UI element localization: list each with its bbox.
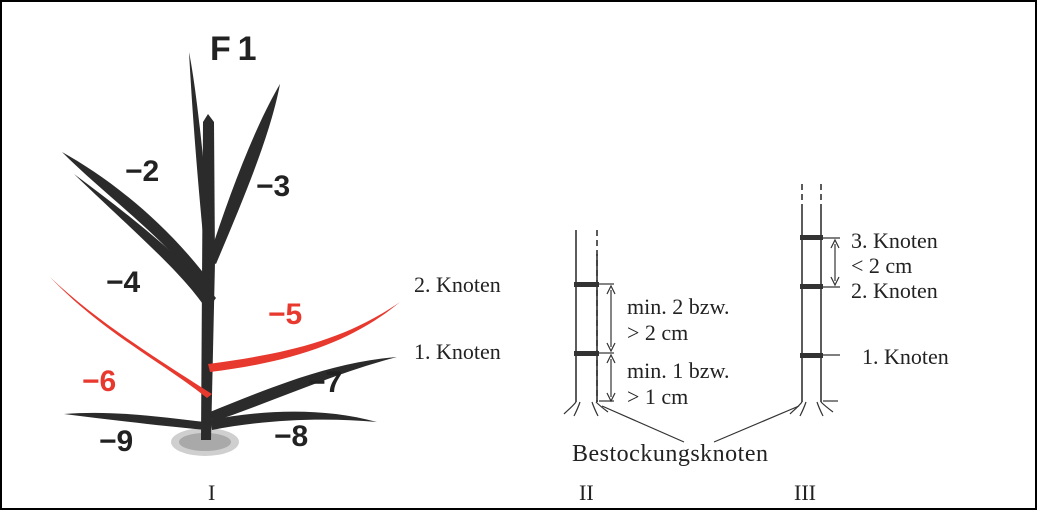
- leaf-label-7: −7: [308, 366, 343, 399]
- leaf-3: [208, 84, 280, 264]
- plant-illustration: [50, 52, 400, 456]
- stage2-knot2-label: 2. Knoten: [414, 272, 501, 297]
- stage2-knot1-label: 1. Knoten: [414, 339, 501, 364]
- figure-title-f1: F 1: [210, 30, 257, 68]
- roman-label-i: I: [208, 480, 216, 505]
- tillering-node-label: Bestockungsknoten: [572, 441, 769, 467]
- leaf-5: [208, 302, 400, 372]
- stage2-dist-lower-line1: min. 1 bzw.: [627, 358, 730, 383]
- stage3-dist-label: < 2 cm: [851, 253, 913, 278]
- leaf-label-6: −6: [82, 365, 117, 398]
- stage2-dist-upper-line2: > 2 cm: [627, 320, 689, 345]
- roman-label-iii: III: [794, 480, 816, 505]
- leaf-4: [74, 174, 216, 310]
- leaf-label-3: −3: [256, 170, 291, 203]
- stem-ii-knot-1: [574, 351, 599, 356]
- stage3-knot3-label: 3. Knoten: [851, 228, 938, 253]
- leaf-label-8: −8: [274, 420, 309, 453]
- stem-iii-knot-1: [800, 353, 823, 358]
- stem-ii: [563, 230, 616, 417]
- stem-iii-knot-3: [800, 235, 823, 240]
- leaf-label-4: −4: [106, 266, 141, 299]
- leaf-label-2: −2: [125, 155, 160, 188]
- stage2-dist-lower-line2: > 1 cm: [627, 384, 689, 409]
- leaf-8: [210, 411, 377, 430]
- leaf-label-9: −9: [99, 425, 134, 458]
- stem-iii: [789, 184, 840, 417]
- stage3-knot1-label: 1. Knoten: [862, 344, 949, 369]
- stem-iii-knot-2: [800, 284, 823, 289]
- leaf-9: [64, 412, 206, 430]
- leaf-6: [50, 277, 212, 398]
- stem-ii-knot-2: [574, 282, 599, 287]
- tillering-pointer-lines: [601, 405, 800, 443]
- leaf-7: [210, 357, 397, 422]
- stage2-dist-upper-line1: min. 2 bzw.: [627, 294, 730, 319]
- stage3-knot2-label: 2. Knoten: [851, 278, 938, 303]
- roman-label-ii: II: [579, 480, 594, 505]
- leaf-label-5: −5: [268, 298, 303, 331]
- leaf-f1: [189, 52, 212, 257]
